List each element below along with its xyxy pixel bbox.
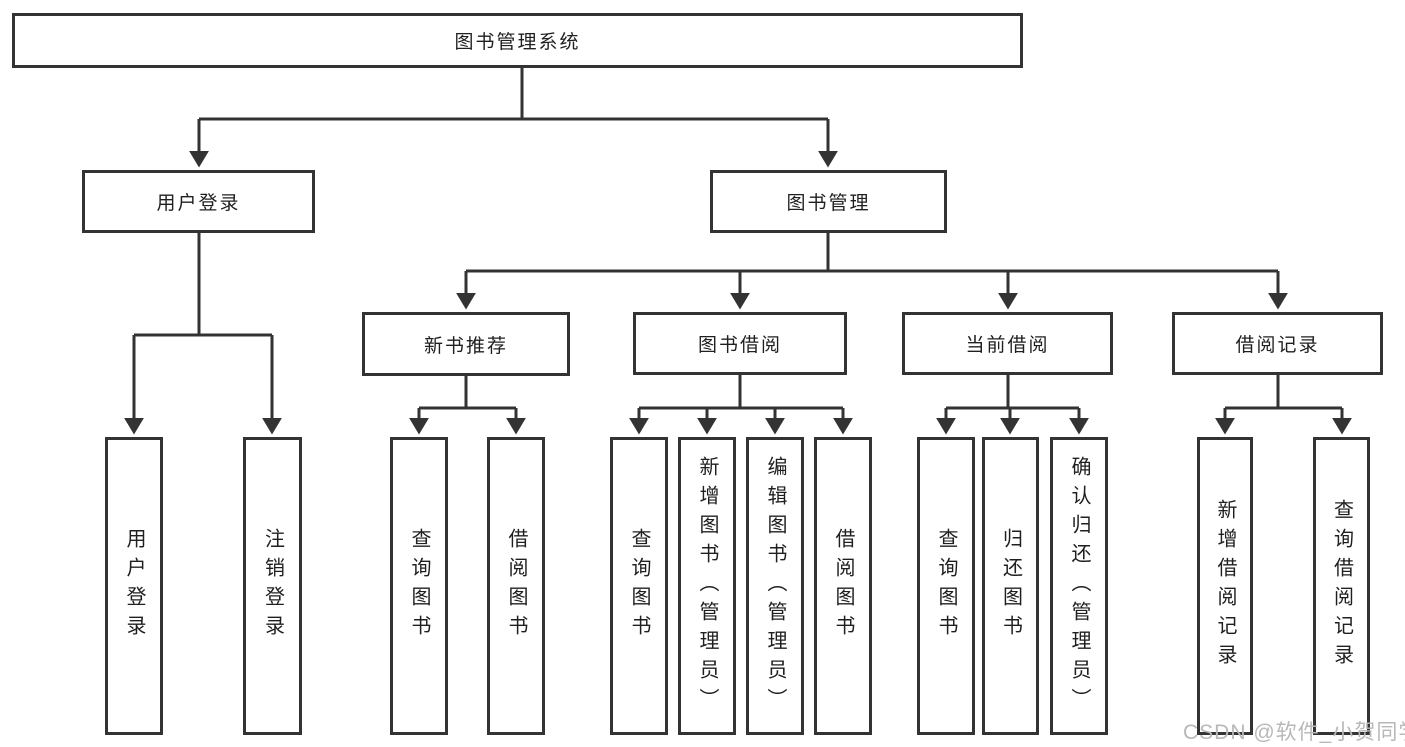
node-borrow-records: 借阅记录 [1172, 312, 1383, 375]
leaf-newbook-query-books: 查询图书 [390, 437, 448, 735]
leaf-borrow-query-books: 查询图书 [610, 437, 668, 735]
leaf-records-add-record: 新增借阅记录 [1197, 437, 1253, 735]
leaf-records-query-record: 查询借阅记录 [1313, 437, 1370, 735]
csdn-watermark: CSDN @软件_小贺同学 [1183, 721, 1405, 744]
leaf-newbook-borrow-books: 借阅图书 [487, 437, 545, 735]
node-book-management: 图书管理 [710, 170, 947, 233]
leaf-current-return-books: 归还图书 [982, 437, 1039, 735]
leaf-current-query-books: 查询图书 [917, 437, 975, 735]
node-book-borrow: 图书借阅 [633, 312, 847, 375]
node-new-book-recommend: 新书推荐 [362, 312, 570, 376]
leaf-user-login: 用户登录 [105, 437, 163, 735]
node-user-login: 用户登录 [82, 170, 315, 233]
leaf-borrow-edit-books-admin: 编辑图书（管理员） [746, 437, 804, 735]
connector-arrows [124, 119, 1352, 435]
leaf-current-confirm-return-admin: 确认归还（管理员） [1050, 437, 1108, 735]
node-library-system-root: 图书管理系统 [12, 13, 1023, 68]
leaf-borrow-add-books-admin: 新增图书（管理员） [678, 437, 736, 735]
leaf-borrow-borrow-books: 借阅图书 [814, 437, 872, 735]
leaf-logout: 注销登录 [243, 437, 302, 735]
node-current-borrow: 当前借阅 [902, 312, 1113, 375]
